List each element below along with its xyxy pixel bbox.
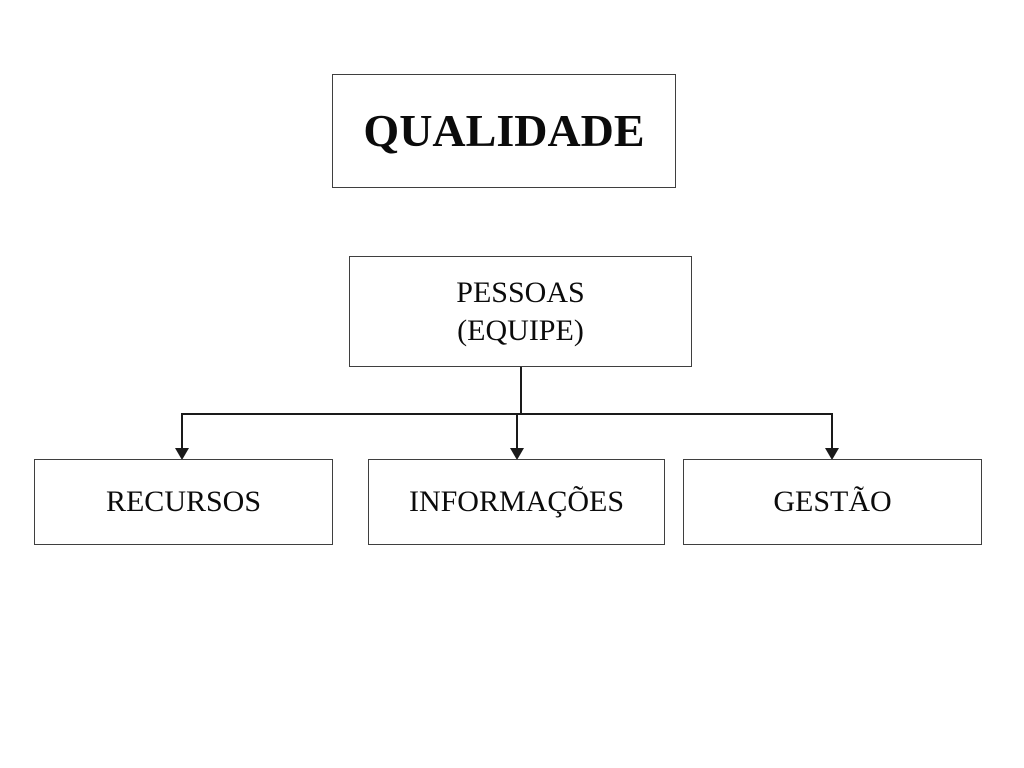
- child-label-recursos: RECURSOS: [105, 485, 262, 518]
- root-node-box: PESSOAS (EQUIPE): [349, 256, 692, 367]
- child-box-recursos: RECURSOS: [34, 459, 333, 545]
- child-label-gestao: GESTÃO: [773, 485, 892, 518]
- root-node-label-line1: PESSOAS: [456, 275, 585, 309]
- child-label-informacoes: INFORMAÇÕES: [408, 485, 625, 518]
- diagram-title: QUALIDADE: [363, 104, 645, 156]
- child-box-informacoes: INFORMAÇÕES: [368, 459, 665, 545]
- child-box-gestao: GESTÃO: [683, 459, 982, 545]
- root-node-label-line2: (EQUIPE): [457, 313, 584, 347]
- title-box: QUALIDADE: [332, 74, 676, 188]
